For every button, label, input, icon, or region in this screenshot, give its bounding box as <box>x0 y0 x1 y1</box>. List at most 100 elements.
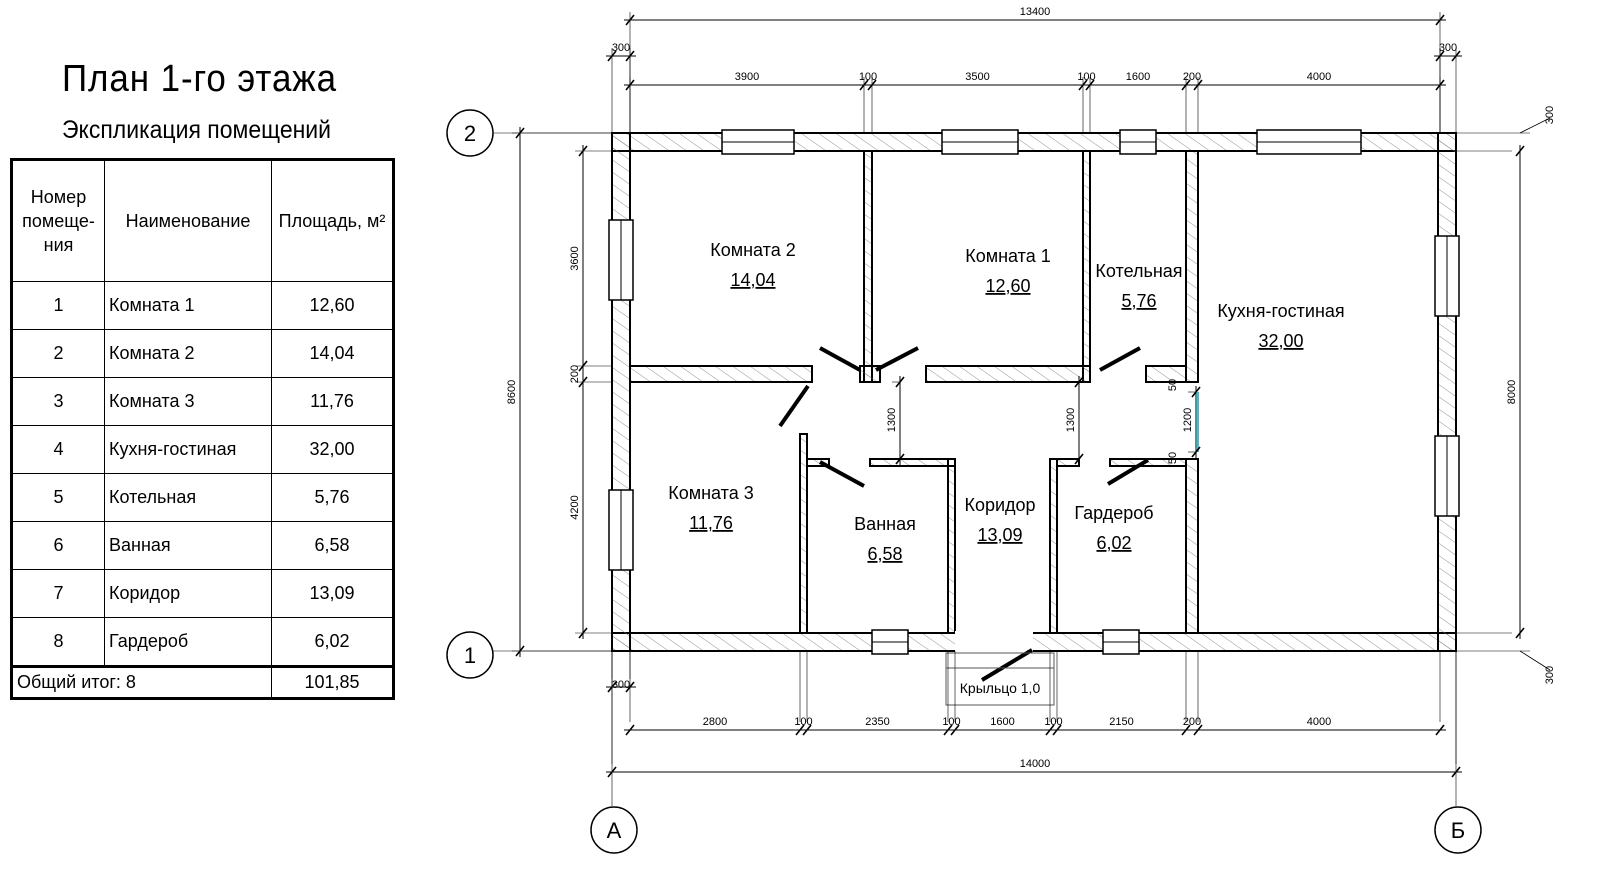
room-name-label: Коридор <box>964 495 1035 515</box>
dimension-label: 100 <box>942 716 960 728</box>
dimension-label: 1300 <box>886 408 898 432</box>
wall <box>1437 132 1457 652</box>
door-leaf <box>819 460 865 488</box>
axis-2-label: 2 <box>464 121 476 146</box>
dimension-label: 100 <box>859 71 877 83</box>
axis-2 <box>446 109 494 157</box>
room-name-label: Комната 2 <box>710 240 796 260</box>
dimension-label: 300 <box>1544 666 1556 684</box>
dimension-label: 50 <box>1167 452 1179 464</box>
wall <box>863 150 873 383</box>
wall <box>1185 458 1199 634</box>
room-name: Комната 1 <box>104 281 272 330</box>
room-name: Комната 3 <box>104 377 272 426</box>
total-label: Общий итог: 8 <box>11 665 272 699</box>
wall <box>1185 150 1199 383</box>
wall <box>1082 150 1091 383</box>
entrance-opening <box>955 631 1033 653</box>
openings <box>608 129 1460 706</box>
dimension-label: 4000 <box>1307 71 1331 83</box>
room-name-label: Ванная <box>854 514 916 534</box>
axis-b <box>1434 806 1482 854</box>
dimension-label: 200 <box>1183 716 1201 728</box>
table-subtitle: Экспликация помещений <box>62 116 332 144</box>
room-area-label: 11,76 <box>689 513 733 533</box>
room-area-label: 6,02 <box>1096 533 1131 553</box>
wall <box>611 632 1457 652</box>
dimension-label: 13400 <box>1020 6 1051 18</box>
room-name: Гардероб <box>104 617 272 667</box>
axis-b-label: Б <box>1451 818 1465 843</box>
door-leaf <box>1099 346 1141 372</box>
dimension-label: 1600 <box>1126 71 1150 83</box>
room-name-label: Комната 1 <box>965 246 1051 266</box>
room-area-label: 12,60 <box>985 276 1030 296</box>
dimension-label: 8000 <box>1506 380 1518 404</box>
porch-label: Крыльцо 1,0 <box>960 680 1041 696</box>
dimension-label: 50 <box>1167 379 1179 391</box>
door-leaf <box>1106 458 1150 486</box>
room-area-label: 13,09 <box>977 525 1022 545</box>
room-area: 11,76 <box>271 377 394 426</box>
dimension-label: 4200 <box>569 495 581 519</box>
dimension-label: 3600 <box>569 246 581 270</box>
room-area: 12,60 <box>271 281 394 330</box>
total-area: 101,85 <box>271 665 394 699</box>
dimension-label: 3500 <box>965 71 989 83</box>
dimension-label: 300 <box>612 42 630 54</box>
dimension-label: 14000 <box>1020 758 1051 770</box>
room-number: 4 <box>11 425 105 474</box>
room-area: 5,76 <box>271 473 394 522</box>
wall <box>869 458 956 467</box>
door-leaf <box>778 384 810 428</box>
room-number: 1 <box>11 281 105 330</box>
dimension-label: 300 <box>1439 42 1457 54</box>
dimension-label: 2350 <box>865 716 889 728</box>
door-leaf <box>980 648 1034 682</box>
room-name: Ванная <box>104 521 272 570</box>
room-number: 3 <box>11 377 105 426</box>
wall <box>1109 458 1187 467</box>
page-title: План 1-го этажа <box>62 58 337 100</box>
room-name-label: Комната 3 <box>668 483 754 503</box>
dimension-label: 4000 <box>1307 716 1331 728</box>
wall <box>925 365 1091 383</box>
dimension-label: 1200 <box>1182 408 1194 432</box>
dimension-label: 100 <box>1044 716 1062 728</box>
dimension-label: 2800 <box>703 716 727 728</box>
axis-1-label: 1 <box>464 643 476 668</box>
dimension-label: 300 <box>612 679 630 691</box>
room-name-label: Котельная <box>1095 261 1182 281</box>
axis-1 <box>446 631 494 679</box>
room-name: Котельная <box>104 473 272 522</box>
dimension-label: 200 <box>569 365 581 383</box>
axis-a-label: А <box>607 818 622 843</box>
wall <box>1049 458 1058 634</box>
door-leaf <box>819 346 861 372</box>
dimension-label: 1600 <box>990 716 1014 728</box>
room-area: 13,09 <box>271 569 394 618</box>
room-name-label: Гардероб <box>1074 503 1153 523</box>
room-area-label: 32,00 <box>1258 331 1303 351</box>
header-area: Площадь, м² <box>271 159 394 282</box>
wall <box>859 365 881 383</box>
wall <box>611 132 631 652</box>
dimension-label: 3900 <box>735 71 759 83</box>
porch <box>945 652 1055 706</box>
wall <box>806 458 830 467</box>
dimension-label: 2150 <box>1109 716 1133 728</box>
dimension-label: 1300 <box>1065 408 1077 432</box>
room-area: 6,02 <box>271 617 394 667</box>
room-area: 32,00 <box>271 425 394 474</box>
dimension-label: 100 <box>1077 71 1095 83</box>
dimension-label: 200 <box>1183 71 1201 83</box>
table-total-row: Общий итог: 8 101,85 <box>11 665 394 699</box>
